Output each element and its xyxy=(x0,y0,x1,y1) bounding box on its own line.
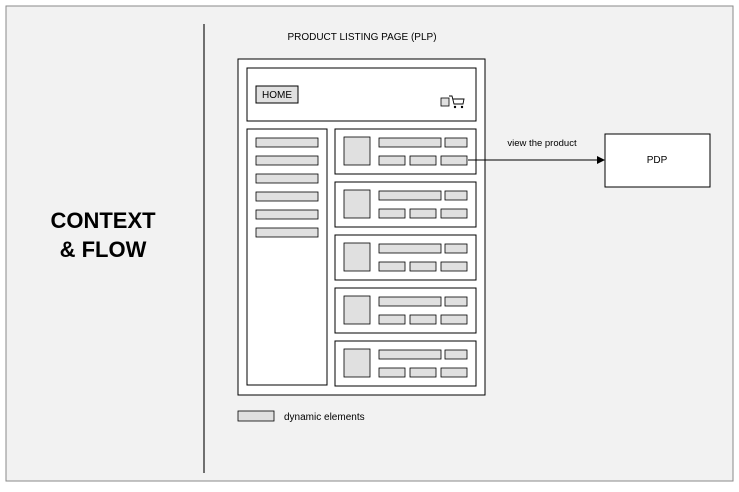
filter-item[interactable] xyxy=(255,209,319,220)
filter-item[interactable] xyxy=(255,191,319,202)
product-image xyxy=(343,295,371,325)
product-meta-placeholder xyxy=(378,155,406,166)
product-meta-placeholder xyxy=(409,208,437,219)
filter-item[interactable] xyxy=(255,227,319,238)
flow-arrow-head xyxy=(597,156,605,164)
product-meta-placeholder xyxy=(378,314,406,325)
product-image xyxy=(343,242,371,272)
product-meta-placeholder xyxy=(440,314,468,325)
plp-title: PRODUCT LISTING PAGE (PLP) xyxy=(287,32,436,43)
product-image xyxy=(343,136,371,166)
filter-sidebar xyxy=(246,128,328,386)
product-title-placeholder xyxy=(378,190,442,201)
filter-item[interactable] xyxy=(255,137,319,148)
product-price-placeholder xyxy=(444,296,468,307)
product-card[interactable] xyxy=(334,340,477,387)
pdp-box xyxy=(604,133,711,188)
product-title-placeholder xyxy=(378,296,442,307)
context-title-line2: & FLOW xyxy=(60,237,147,262)
product-meta-placeholder xyxy=(440,208,468,219)
product-list xyxy=(334,128,477,387)
product-meta-placeholder xyxy=(378,208,406,219)
context-title-line1: CONTEXT xyxy=(50,208,156,233)
pdp-label: PDP xyxy=(647,155,668,166)
product-price-placeholder xyxy=(444,137,468,148)
product-meta-placeholder xyxy=(440,155,468,166)
legend-label: dynamic elements xyxy=(284,412,365,423)
product-meta-placeholder xyxy=(409,155,437,166)
flow-arrow-label: view the product xyxy=(507,138,577,149)
product-image xyxy=(343,189,371,219)
product-title-placeholder xyxy=(378,349,442,360)
product-meta-placeholder xyxy=(440,261,468,272)
product-meta-placeholder xyxy=(378,261,406,272)
product-title-placeholder xyxy=(378,243,442,254)
filter-list xyxy=(255,137,319,238)
filter-item[interactable] xyxy=(255,173,319,184)
product-price-placeholder xyxy=(444,190,468,201)
product-meta-placeholder xyxy=(440,367,468,378)
product-meta-placeholder xyxy=(409,314,437,325)
filter-item[interactable] xyxy=(255,155,319,166)
product-price-placeholder xyxy=(444,349,468,360)
product-price-placeholder xyxy=(444,243,468,254)
home-button-label: HOME xyxy=(262,90,292,101)
home-button[interactable] xyxy=(255,85,299,104)
product-card[interactable] xyxy=(334,128,477,175)
legend-swatch xyxy=(237,410,275,422)
product-card[interactable] xyxy=(334,234,477,281)
product-meta-placeholder xyxy=(378,367,406,378)
product-meta-placeholder xyxy=(409,261,437,272)
product-title-placeholder xyxy=(378,137,442,148)
product-meta-placeholder xyxy=(409,367,437,378)
product-card[interactable] xyxy=(334,181,477,228)
product-image xyxy=(343,348,371,378)
cart-icon[interactable] xyxy=(440,95,465,109)
product-card[interactable] xyxy=(334,287,477,334)
